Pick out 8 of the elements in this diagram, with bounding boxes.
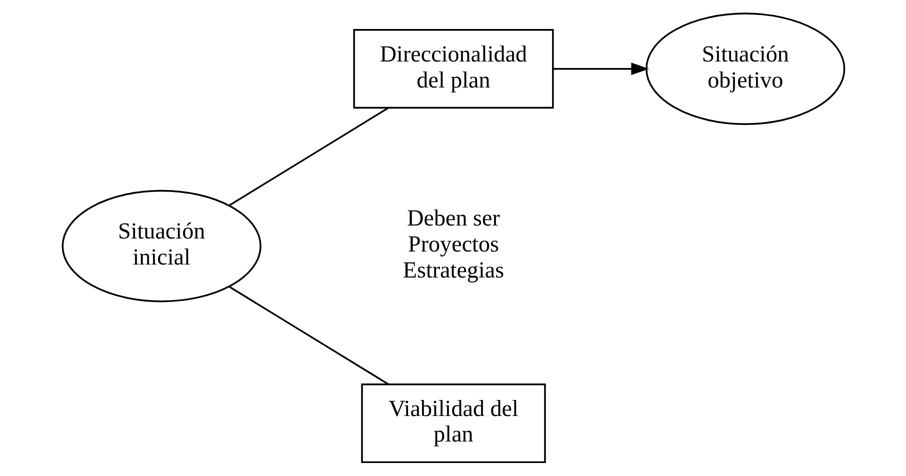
- connector: [228, 107, 388, 206]
- node-box: Direccionalidad del plan: [352, 29, 554, 109]
- node-box: Viabilidad del plan: [360, 384, 546, 464]
- arrow: [552, 62, 649, 76]
- connector: [228, 286, 388, 385]
- node-ellipse: Situación inicial: [61, 190, 261, 302]
- node-ellipse: Situación objetivo: [645, 12, 845, 125]
- label: Deben ser Proyectos Estrategias: [402, 204, 504, 282]
